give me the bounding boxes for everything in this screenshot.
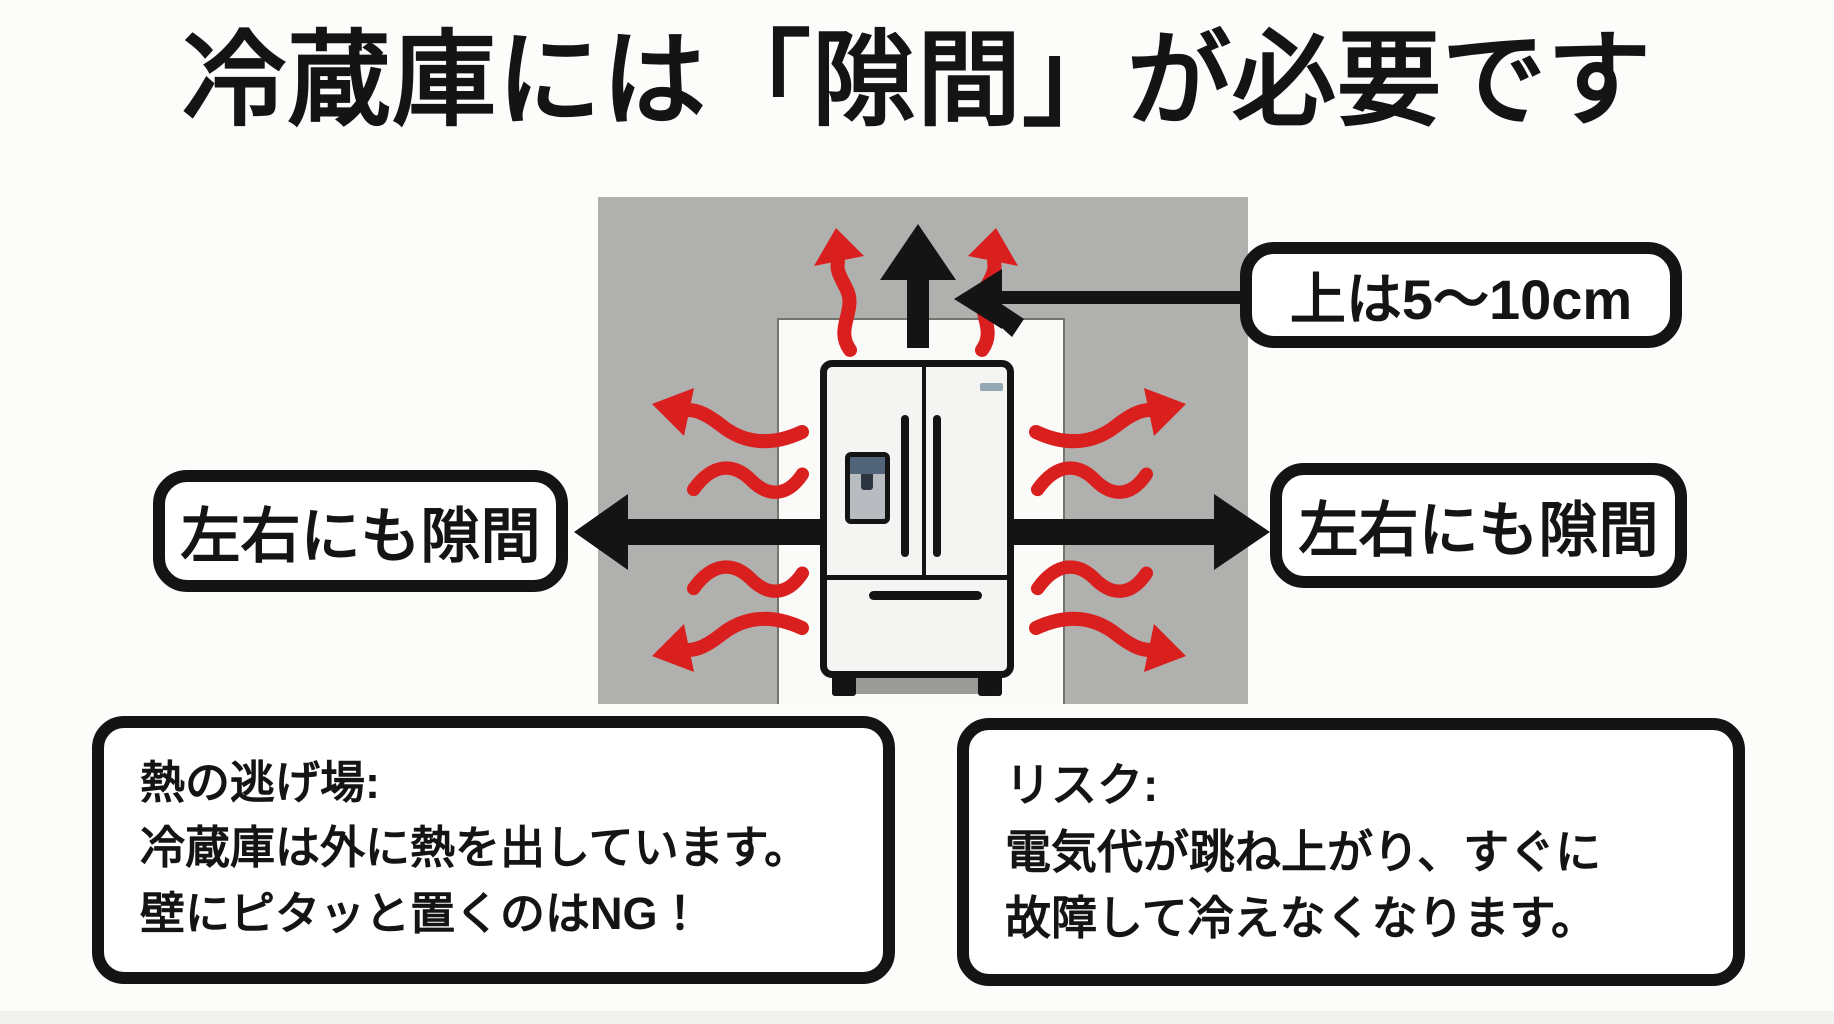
bottom-haze-strip bbox=[0, 1011, 1834, 1024]
water-dispenser bbox=[845, 452, 890, 524]
heat-arrow-up-left-icon bbox=[814, 228, 864, 357]
risk-line1: 電気代が跳ね上がり、すぐに bbox=[1005, 825, 1602, 878]
heat-escape-line1: 冷蔵庫は外に熱を出しています。 bbox=[140, 822, 810, 874]
heat-wave-right-icon bbox=[1030, 461, 1154, 499]
page-title: 冷蔵庫には「隙間」が必要です bbox=[181, 23, 1652, 139]
fridge-foot-left bbox=[832, 674, 856, 696]
fridge-door-split bbox=[922, 367, 926, 575]
right-clearance-callout: 左右にも隙間 bbox=[1270, 463, 1687, 588]
heat-wave-left-icon bbox=[686, 461, 810, 499]
gap-arrow-left-icon bbox=[574, 494, 826, 570]
heat-arrow-out-right-top-icon bbox=[1029, 388, 1186, 449]
heat-escape-info-box: 熱の逃げ場: 冷蔵庫は外に熱を出しています。 壁にピタッと置くのはNG！ bbox=[92, 716, 895, 984]
left-clearance-callout: 左右にも隙間 bbox=[153, 470, 568, 592]
heat-escape-line2: 壁にピタッと置くのはNG！ bbox=[140, 887, 703, 939]
gap-arrow-up-icon bbox=[880, 224, 956, 348]
freezer-drawer-handle bbox=[869, 591, 982, 600]
right-clearance-label: 左右にも隙間 bbox=[1298, 497, 1659, 564]
fridge-freezer-divider bbox=[827, 575, 1007, 580]
heat-arrow-out-right-bottom-icon bbox=[1029, 611, 1186, 672]
fridge-handle-left bbox=[901, 415, 909, 557]
left-clearance-label: 左右にも隙間 bbox=[180, 502, 541, 570]
top-clearance-callout: 上は5〜10cm bbox=[1240, 242, 1682, 348]
heat-wave-right-icon bbox=[1030, 560, 1154, 598]
fridge-display-indicator bbox=[980, 383, 1003, 391]
gap-arrow-right-icon bbox=[1010, 494, 1270, 570]
refrigerator-illustration bbox=[820, 360, 1014, 678]
risk-line2: 故障して冷えなくなります。 bbox=[1005, 892, 1598, 945]
water-dispenser-lever bbox=[861, 474, 873, 490]
heat-arrow-out-left-top-icon bbox=[652, 388, 809, 449]
top-clearance-label: 上は5〜10cm bbox=[1289, 267, 1633, 331]
fridge-foot-right bbox=[978, 674, 1002, 696]
risk-info-box: リスク: 電気代が跳ね上がり、すぐに 故障して冷えなくなります。 bbox=[957, 718, 1745, 986]
heat-escape-heading: 熱の逃げ場: bbox=[140, 757, 380, 808]
fridge-handle-right bbox=[933, 415, 941, 557]
water-dispenser-panel bbox=[850, 457, 885, 474]
heat-arrow-out-left-bottom-icon bbox=[652, 611, 809, 672]
risk-heading: リスク: bbox=[1005, 759, 1159, 811]
fridge-base-plate bbox=[856, 678, 978, 694]
callout-pointer-arrow-icon bbox=[954, 269, 1242, 337]
heat-wave-left-icon bbox=[686, 560, 810, 598]
